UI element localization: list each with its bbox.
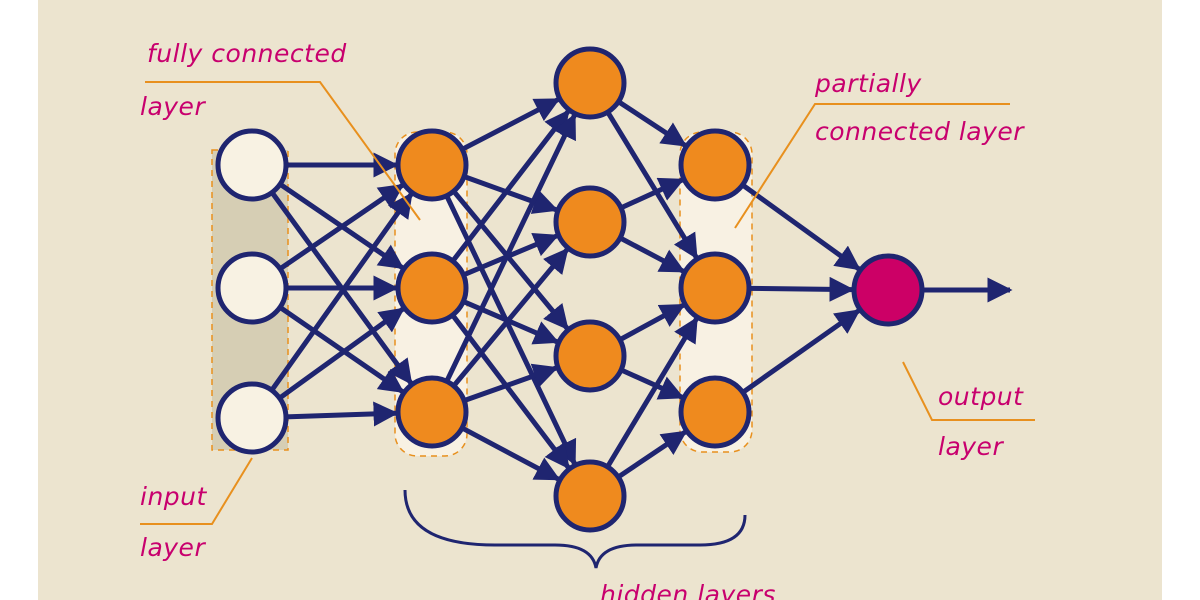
connection-hidden1-2-to-hidden2-2: [461, 363, 559, 404]
connection-hidden2-0-to-hidden3-0: [615, 99, 688, 148]
input-node-2: [215, 381, 289, 455]
partially-connected-label-line1: partially: [814, 69, 922, 98]
hidden3-node-1: [678, 251, 752, 325]
input-node-0: [215, 128, 289, 202]
partially-connected-label-line2: connected layer: [815, 117, 1025, 146]
connection-input-1-to-hidden1-2: [277, 304, 405, 395]
input-label-line1: input: [140, 482, 208, 511]
input-node-1: [215, 251, 289, 325]
fully-connected-leader: [145, 81, 421, 221]
hidden3-node-0: [678, 128, 752, 202]
connection-hidden1-2-to-hidden2-1: [451, 247, 570, 389]
output-label-line2: layer: [938, 432, 1004, 461]
connection-hidden2-3-to-hidden3-1: [605, 316, 699, 470]
input-label-line2: layer: [140, 533, 206, 562]
connection-hidden2-3-to-hidden3-2: [615, 429, 688, 480]
leader-lines: [140, 81, 1035, 525]
connection-hidden1-0-to-hidden2-0: [459, 97, 561, 152]
hidden2-node-3: [553, 459, 627, 533]
connection-hidden2-0-to-hidden3-1: [605, 109, 699, 260]
output-leader: [902, 361, 1035, 421]
hidden-layers-label: hidden layers: [600, 580, 776, 600]
fully-connected-label-line1: fully connected: [147, 39, 347, 68]
output-node-0: [851, 253, 925, 327]
hidden1-node-1: [395, 251, 469, 325]
connection-hidden1-1-to-hidden2-3: [450, 312, 571, 470]
hidden2-node-0: [553, 46, 627, 120]
connections: [269, 97, 862, 482]
connection-hidden1-0-to-hidden2-2: [451, 188, 570, 331]
connection-hidden1-0-to-hidden2-1: [461, 174, 559, 214]
connection-input-2-to-hidden1-2: [283, 401, 399, 427]
hidden1-node-2: [395, 375, 469, 449]
nodes: [215, 46, 925, 533]
connection-input-2-to-hidden1-1: [277, 306, 406, 401]
connection-hidden2-1-to-hidden3-1: [617, 235, 686, 274]
connection-hidden3-2-to-output-0: [740, 308, 862, 395]
hidden2-node-2: [553, 319, 627, 393]
connection-hidden1-1-to-hidden2-1: [460, 233, 560, 278]
hidden1-node-0: [395, 128, 469, 202]
connection-hidden1-2-to-hidden2-0: [444, 112, 577, 384]
connection-input-1-to-hidden1-0: [277, 182, 405, 272]
hidden2-node-1: [553, 185, 627, 259]
output-label-line1: output: [938, 382, 1024, 411]
connection-input-2-to-hidden1-0: [269, 191, 414, 393]
connection-hidden1-2-to-hidden2-3: [459, 425, 561, 482]
connection-hidden2-2-to-hidden3-2: [618, 367, 685, 400]
partially-connected-leader: [734, 103, 1010, 229]
connection-hidden2-2-to-hidden3-1: [617, 302, 686, 343]
connection-hidden2-1-to-hidden3-0: [618, 177, 685, 211]
connection-hidden3-1-to-output-0: [746, 276, 855, 302]
connection-hidden3-0-to-output-0: [740, 182, 862, 272]
fully-connected-label-line2: layer: [140, 92, 206, 121]
input-leader: [140, 457, 253, 525]
hidden-layers-brace: [403, 489, 747, 569]
connection-hidden1-1-to-hidden2-0: [450, 109, 571, 264]
hidden3-node-2: [678, 375, 752, 449]
